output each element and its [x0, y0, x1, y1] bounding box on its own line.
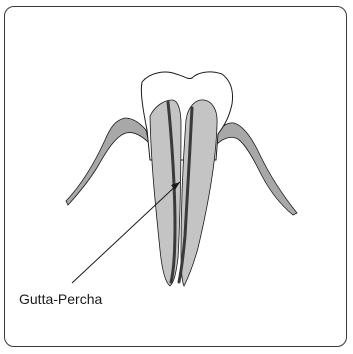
left-root: [150, 100, 181, 286]
left-bone: [66, 118, 149, 205]
right-bone: [216, 123, 297, 215]
gutta-percha-label: Gutta-Percha: [19, 291, 102, 307]
